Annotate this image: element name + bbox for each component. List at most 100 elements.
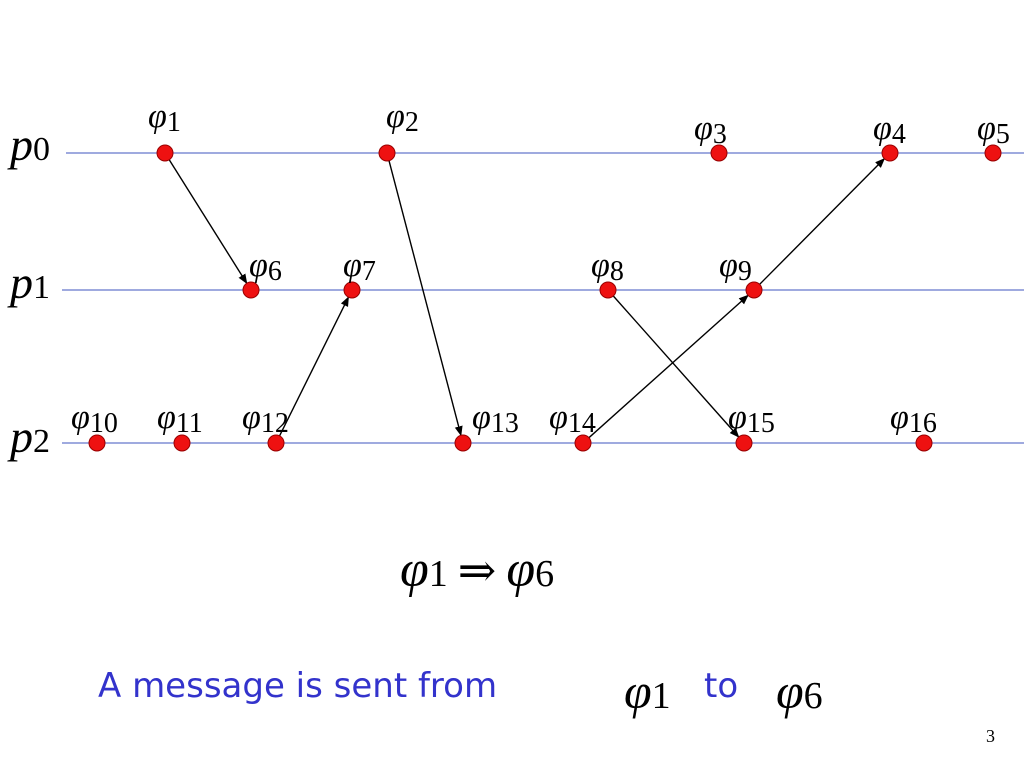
event-dot-e4	[881, 144, 899, 162]
message-arrow-e2-to-e13	[387, 157, 463, 437]
event-dot-e2	[378, 144, 396, 162]
event-label-e5: φ5	[977, 110, 1010, 150]
caption-phi-b-base: φ	[776, 663, 804, 719]
event-label-base: φ	[977, 110, 996, 147]
message-arrow-e9-to-e4	[757, 157, 886, 287]
process-timelines	[62, 152, 1024, 444]
event-label-e11: φ11	[157, 399, 203, 439]
message-arrow-e8-to-e15	[610, 293, 740, 438]
event-label-e6: φ6	[249, 247, 282, 287]
event-dot-e13	[454, 434, 472, 452]
process-labels: p0 p1 p2	[7, 119, 50, 462]
event-label-sub: 5	[996, 119, 1010, 150]
event-label-sub: 12	[261, 408, 289, 439]
event-dot-e14	[574, 434, 592, 452]
event-label-e8: φ8	[591, 247, 624, 287]
caption-phi-b-sub: 6	[804, 675, 823, 717]
event-label-e13: φ13	[472, 399, 519, 439]
event-label-base: φ	[549, 399, 568, 436]
message-arrow-e14-to-e9	[586, 294, 749, 441]
event-label-base: φ	[343, 247, 362, 284]
event-dots	[88, 144, 1002, 452]
event-label-sub: 4	[892, 119, 906, 150]
relation-operator: ⇒	[458, 545, 497, 596]
event-label-base: φ	[472, 399, 491, 436]
event-dot-e9	[745, 281, 763, 299]
event-label-e2: φ2	[386, 98, 419, 138]
event-dot-e16	[915, 434, 933, 452]
event-dot-e6	[242, 281, 260, 299]
event-label-e15: φ15	[728, 399, 775, 439]
event-label-base: φ	[148, 98, 167, 135]
event-label-base: φ	[694, 110, 713, 147]
event-label-e9: φ9	[719, 247, 752, 287]
relation-left-phi: φ	[400, 541, 429, 598]
process-label-p1-sub: 1	[33, 269, 50, 306]
process-label-p2: p2	[7, 411, 50, 462]
event-label-sub: 2	[405, 107, 419, 138]
process-label-p1-base: p	[7, 257, 33, 308]
message-arrow-e1-to-e6	[167, 156, 248, 285]
event-label-sub: 14	[568, 408, 596, 439]
event-label-sub: 16	[909, 408, 937, 439]
event-label-base: φ	[719, 247, 738, 284]
caption: A message is sent from φ1 to φ6	[98, 663, 823, 719]
event-label-e12: φ12	[242, 399, 289, 439]
event-label-base: φ	[873, 110, 892, 147]
relation-right-phi: φ	[506, 541, 535, 598]
event-label-base: φ	[890, 399, 909, 436]
caption-phi-a-sub: 1	[652, 675, 671, 717]
event-label-base: φ	[591, 247, 610, 284]
page-number: 3	[986, 726, 995, 746]
event-dot-e7	[343, 281, 361, 299]
event-dot-e3	[710, 144, 728, 162]
event-label-base: φ	[157, 399, 176, 436]
relation-right-sub: 6	[535, 553, 554, 595]
event-label-sub: 10	[90, 408, 118, 439]
event-label-e1: φ1	[148, 98, 181, 138]
event-label-sub: 13	[491, 408, 519, 439]
event-dot-e8	[599, 281, 617, 299]
event-label-base: φ	[71, 399, 90, 436]
event-dot-e15	[735, 434, 753, 452]
event-label-base: φ	[728, 399, 747, 436]
event-dot-e5	[984, 144, 1002, 162]
event-label-e7: φ7	[343, 247, 376, 287]
event-label-sub: 6	[268, 256, 282, 287]
relation-formula: φ1⇒φ6	[400, 541, 554, 598]
process-label-p0-base: p	[7, 119, 33, 170]
event-label-base: φ	[386, 98, 405, 135]
event-label-e3: φ3	[694, 110, 727, 150]
event-dot-e11	[173, 434, 191, 452]
event-label-e16: φ16	[890, 399, 937, 439]
relation-left-sub: 1	[429, 553, 448, 595]
event-label-e4: φ4	[873, 110, 906, 150]
event-label-sub: 8	[610, 256, 624, 287]
event-dot-e1	[156, 144, 174, 162]
caption-text-2: to	[704, 666, 738, 706]
caption-text-1: A message is sent from	[98, 666, 497, 706]
process-label-p2-base: p	[7, 411, 33, 462]
event-label-base: φ	[249, 247, 268, 284]
event-label-sub: 9	[738, 256, 752, 287]
caption-phi-a-base: φ	[624, 663, 652, 719]
caption-phi-a: φ1	[624, 663, 671, 719]
event-label-sub: 11	[176, 408, 203, 439]
message-arrows	[167, 156, 886, 441]
event-label-e10: φ10	[71, 399, 118, 439]
event-label-e14: φ14	[549, 399, 596, 439]
caption-phi-b: φ6	[776, 663, 823, 719]
event-label-sub: 15	[747, 408, 775, 439]
process-label-p0-sub: 0	[33, 131, 50, 168]
event-label-base: φ	[242, 399, 261, 436]
process-label-p0: p0	[7, 119, 50, 170]
event-label-sub: 7	[362, 256, 376, 287]
process-label-p2-sub: 2	[33, 423, 50, 460]
event-dot-e12	[267, 434, 285, 452]
message-arrow-e12-to-e7	[277, 296, 350, 439]
event-label-sub: 3	[713, 119, 727, 150]
process-label-p1: p1	[7, 257, 50, 308]
event-dot-e10	[88, 434, 106, 452]
